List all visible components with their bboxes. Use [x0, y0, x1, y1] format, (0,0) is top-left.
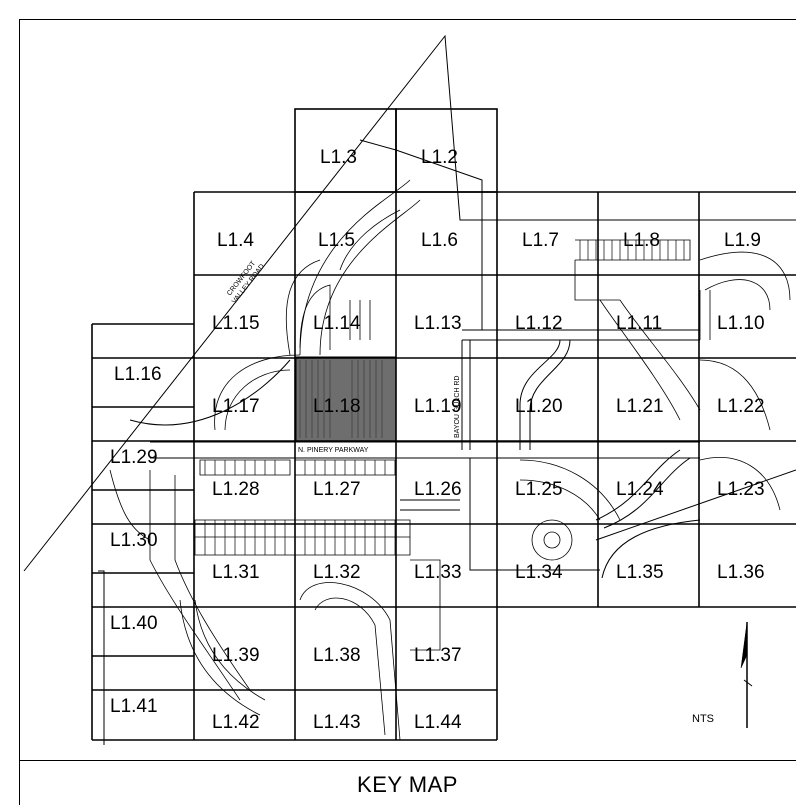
sheet-l1-7[interactable]: L1.7	[522, 230, 559, 251]
sheet-l1-2[interactable]: L1.2	[421, 147, 458, 168]
north-arrow-icon	[740, 621, 753, 728]
footer-divider	[19, 760, 796, 761]
sheet-l1-23[interactable]: L1.23	[717, 479, 765, 500]
sheet-l1-5[interactable]: L1.5	[318, 230, 355, 251]
sheet-l1-18[interactable]: L1.18	[313, 396, 361, 417]
sheet-l1-34[interactable]: L1.34	[515, 562, 563, 583]
sheet-l1-9[interactable]: L1.9	[724, 230, 761, 251]
highlight-lot-lines	[299, 360, 383, 438]
sheet-l1-6[interactable]: L1.6	[421, 230, 458, 251]
sheet-grid	[91, 108, 796, 741]
sheet-l1-30[interactable]: L1.30	[110, 530, 158, 551]
highlighted-sheet-l1-18	[295, 356, 397, 442]
sheet-l1-17[interactable]: L1.17	[212, 396, 260, 417]
sheet-labels: L1.3 L1.2 L1.4 L1.5 L1.6 L1.7 L1.8 L1.9 …	[110, 147, 765, 733]
sheet-l1-19[interactable]: L1.19	[414, 396, 462, 417]
sheet-l1-32[interactable]: L1.32	[313, 562, 361, 583]
lot-ticks	[204, 240, 685, 555]
street-label-bayou: BAYOU GULCH RD	[454, 376, 461, 439]
sheet-l1-16[interactable]: L1.16	[114, 364, 162, 385]
sheet-l1-42[interactable]: L1.42	[212, 712, 260, 733]
sheet-l1-24[interactable]: L1.24	[616, 479, 664, 500]
page-title: KEY MAP	[357, 772, 458, 797]
sheet-l1-36[interactable]: L1.36	[717, 562, 765, 583]
subdivision-lots	[109, 179, 791, 741]
sheet-l1-37[interactable]: L1.37	[414, 645, 462, 666]
sheet-l1-33[interactable]: L1.33	[414, 562, 462, 583]
sheet-l1-14[interactable]: L1.14	[313, 313, 361, 334]
sheet-l1-11[interactable]: L1.11	[616, 313, 662, 334]
sheet-l1-22[interactable]: L1.22	[717, 396, 765, 417]
road-network	[129, 329, 796, 579]
sheet-l1-31[interactable]: L1.31	[212, 562, 260, 583]
sheet-l1-21[interactable]: L1.21	[616, 396, 664, 417]
sheet-l1-41[interactable]: L1.41	[110, 696, 158, 717]
sheet-l1-27[interactable]: L1.27	[313, 479, 361, 500]
sheet-l1-13[interactable]: L1.13	[414, 313, 462, 334]
sheet-l1-29[interactable]: L1.29	[110, 447, 158, 468]
sheet-l1-28[interactable]: L1.28	[212, 479, 260, 500]
sheet-l1-12[interactable]: L1.12	[515, 313, 563, 334]
sheet-l1-25[interactable]: L1.25	[515, 479, 563, 500]
sheet-l1-38[interactable]: L1.38	[313, 645, 361, 666]
sheet-l1-43[interactable]: L1.43	[313, 712, 361, 733]
site-boundary	[23, 34, 796, 745]
sheet-l1-8[interactable]: L1.8	[623, 230, 660, 251]
sheet-l1-15[interactable]: L1.15	[212, 313, 260, 334]
sheet-l1-26[interactable]: L1.26	[414, 479, 462, 500]
street-label-pinery: N. PINERY PARKWAY	[298, 447, 369, 454]
sheet-l1-39[interactable]: L1.39	[212, 645, 260, 666]
sheet-l1-35[interactable]: L1.35	[616, 562, 664, 583]
sheet-l1-20[interactable]: L1.20	[515, 396, 563, 417]
scale-note: NTS	[692, 713, 714, 725]
sheet-l1-3[interactable]: L1.3	[320, 147, 357, 168]
sheet-l1-10[interactable]: L1.10	[717, 313, 765, 334]
sheet-l1-40[interactable]: L1.40	[110, 613, 158, 634]
sheet-l1-44[interactable]: L1.44	[414, 712, 462, 733]
sheet-l1-4[interactable]: L1.4	[217, 230, 254, 251]
